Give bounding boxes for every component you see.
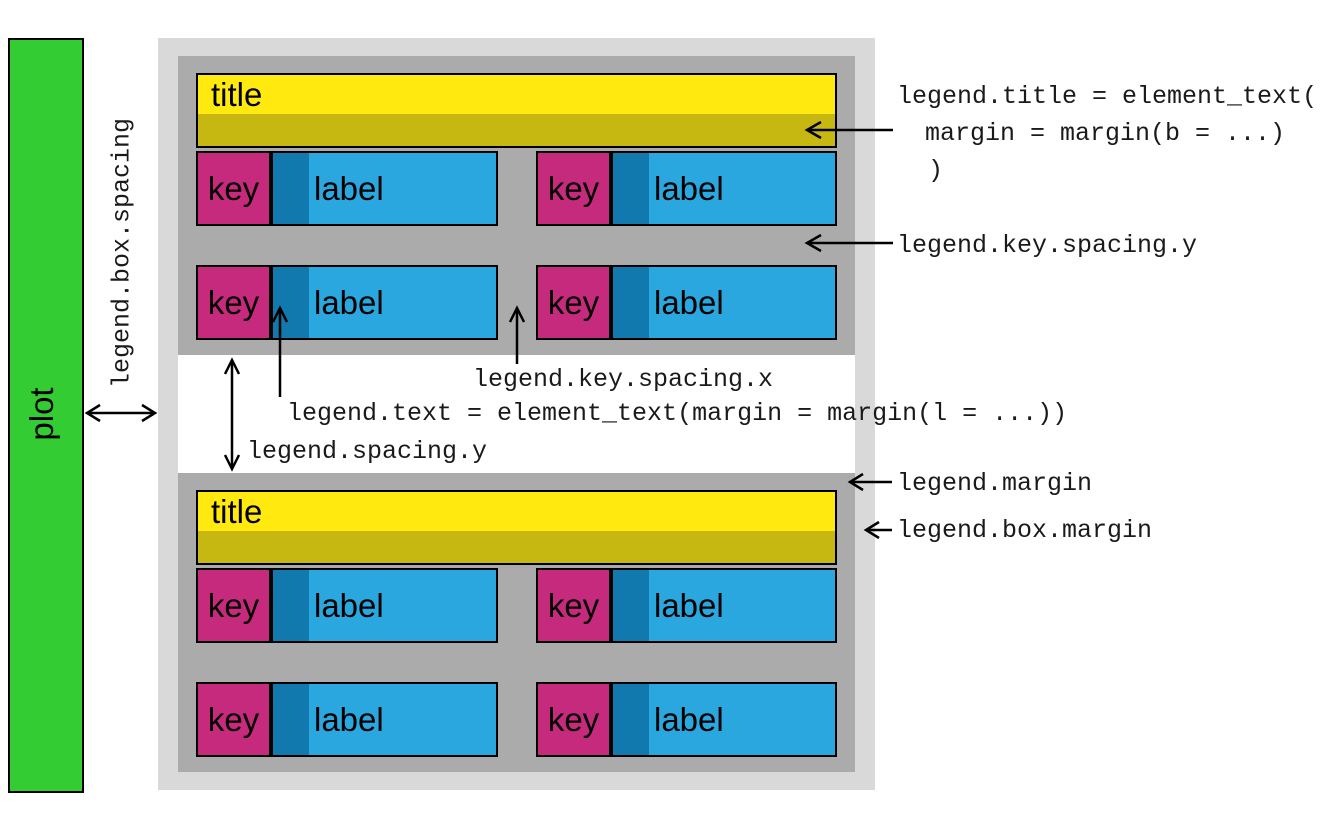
legend-box-spacing-label: legend.box.spacing [107,117,137,389]
legend-key: key [536,265,611,340]
annotation-legend-spacing-y: legend.spacing.y [247,437,488,466]
legend-label-box: label [611,568,837,643]
legend-entry: key label [536,682,837,757]
annotation-legend-key-spacing-x: legend.key.spacing.x [473,365,774,394]
legend-entry: key label [196,682,498,757]
annotation-legend-margin: legend.margin [897,469,1093,498]
legend-text-margin-strip [613,267,649,338]
legend-key: key [196,265,271,340]
legend-1-title-area: title [198,75,835,114]
legend-entry: key label [196,151,498,226]
annotation-legend-text: legend.text = element_text(margin = marg… [287,399,1068,428]
legend-text-margin-strip [273,684,309,755]
legend-label-box: label [611,151,837,226]
legend-entry: key label [536,265,837,340]
legend-key: key [536,682,611,757]
legend-label-text: label [314,586,384,624]
legend-text-margin-strip [273,153,309,224]
legend-label-text: label [654,283,724,321]
legend-label-box: label [271,265,498,340]
legend-label-text: label [314,169,384,207]
legend-2-row-2: key label key label [196,682,837,757]
legend-text-margin-strip [273,267,309,338]
plot-label: plot [23,387,60,441]
legend-label-text: label [314,283,384,321]
legend-2-title-box: title [196,490,837,565]
legend-2: title key label key label [178,473,855,772]
legend-box-spacing-arrow [84,403,158,423]
legend-spacing-gap [178,355,855,473]
legend-1-title-text: title [211,75,263,113]
legend-label-box: label [611,682,837,757]
legend-key: key [196,151,271,226]
legend-entry: key label [536,568,837,643]
legend-1-title-margin-area [198,114,835,146]
annotation-legend-box-margin: legend.box.margin [897,516,1153,545]
legend-key: key [536,568,611,643]
annotation-legend-title-line2: margin = margin(b = ...) [925,119,1286,148]
legend-2-row-1: key label key label [196,568,837,643]
legend-2-title-text: title [211,492,263,530]
legend-2-title-margin-area [198,531,835,563]
legend-entry: key label [196,568,498,643]
annotation-legend-title-line1: legend.title = element_text( [897,82,1318,111]
legend-entry: key label [536,151,837,226]
legend-1-row-1: key label key label [196,151,837,226]
legend-text-margin-strip [273,570,309,641]
legend-1-row-2: key label key label [196,265,837,340]
annotation-legend-key-spacing-y: legend.key.spacing.y [897,231,1198,260]
legend-text-margin-strip [613,684,649,755]
legend-1: title key label key label [178,56,855,355]
legend-key: key [196,682,271,757]
legend-label-box: label [611,265,837,340]
plot-panel [8,38,84,793]
legend-key: key [536,151,611,226]
legend-text-margin-strip [613,570,649,641]
legend-label-text: label [654,169,724,207]
legend-label-box: label [271,568,498,643]
legend-label-text: label [314,700,384,738]
annotation-legend-title-line3: ) [928,156,944,185]
legend-key: key [196,568,271,643]
legend-label-box: label [271,682,498,757]
legend-text-margin-strip [613,153,649,224]
legend-label-text: label [654,700,724,738]
legend-2-title-area: title [198,492,835,531]
legend-label-text: label [654,586,724,624]
legend-box-background: title key label key label [158,38,875,790]
legend-label-box: label [271,151,498,226]
legend-1-title-box: title [196,73,837,148]
legend-entry: key label [196,265,498,340]
